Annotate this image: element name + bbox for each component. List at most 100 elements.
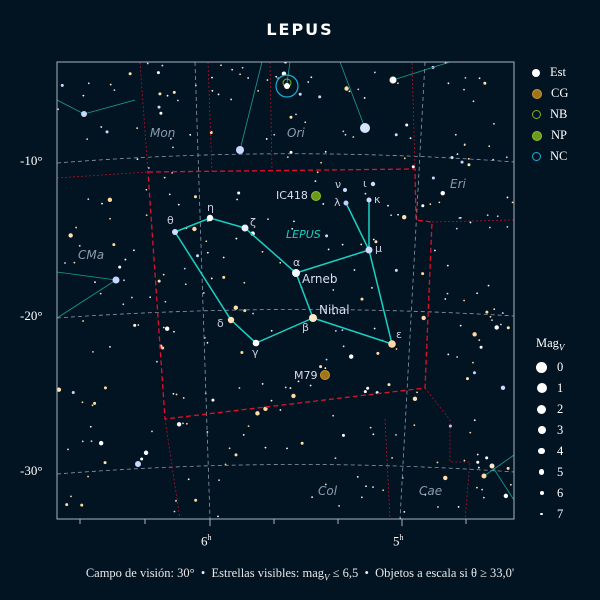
- chart-title: LEPUS: [266, 20, 334, 39]
- background-star: [164, 300, 167, 303]
- background-star: [73, 261, 76, 264]
- mag-legend-row: 5: [536, 462, 564, 483]
- background-star: [297, 380, 300, 383]
- background-star: [247, 425, 250, 428]
- background-star: [369, 426, 372, 429]
- background-star: [366, 386, 370, 390]
- mag-dot-icon: [537, 426, 546, 434]
- background-star: [166, 94, 169, 97]
- star-theta: [172, 229, 178, 235]
- background-star: [455, 227, 458, 230]
- background-star: [477, 466, 480, 469]
- background-star: [100, 126, 103, 128]
- neighbor-ori: Ori: [287, 126, 305, 140]
- label-theta: θ: [167, 214, 174, 227]
- background-star: [57, 108, 60, 111]
- background-star: [487, 284, 490, 287]
- background-star: [196, 254, 200, 258]
- background-star: [353, 269, 356, 271]
- background-star: [220, 64, 222, 67]
- star-cae-1: [481, 473, 487, 479]
- background-star: [360, 496, 363, 499]
- mag-legend-row: 1: [536, 378, 564, 399]
- background-star: [342, 345, 345, 348]
- background-star: [485, 310, 489, 314]
- mag-label: 4: [557, 443, 564, 458]
- background-star: [476, 460, 480, 464]
- background-star: [90, 440, 93, 443]
- background-star: [334, 457, 337, 460]
- background-star: [255, 411, 260, 416]
- background-star: [373, 327, 376, 330]
- background-star: [103, 386, 107, 390]
- neighbor-mon: Mon: [150, 126, 176, 140]
- legend-nb: NB: [550, 107, 568, 121]
- background-star: [289, 115, 293, 119]
- background-star: [99, 292, 102, 295]
- background-star: [224, 463, 227, 466]
- mag-dot-icon: [537, 404, 546, 414]
- background-star: [472, 332, 477, 337]
- mag-legend-row: 3: [536, 420, 564, 441]
- mag-dot-icon: [538, 469, 545, 475]
- background-star: [460, 160, 464, 164]
- background-star: [348, 354, 354, 359]
- background-star: [78, 244, 81, 247]
- background-star: [222, 256, 225, 259]
- background-star: [424, 493, 427, 496]
- label-ic418: IC418: [276, 189, 308, 202]
- background-star: [324, 483, 327, 486]
- background-star: [396, 82, 399, 85]
- background-star: [482, 496, 485, 499]
- background-star: [82, 94, 85, 97]
- background-star: [177, 99, 179, 102]
- background-star: [496, 215, 499, 218]
- background-star: [416, 391, 418, 394]
- background-star: [64, 262, 66, 264]
- background-star: [279, 409, 282, 411]
- background-star: [173, 510, 176, 513]
- background-star: [124, 258, 127, 261]
- background-star: [67, 448, 69, 451]
- m79-icon: [320, 370, 330, 380]
- background-star: [81, 401, 84, 404]
- background-star: [443, 475, 448, 481]
- background-star: [133, 249, 135, 252]
- background-star: [324, 367, 327, 369]
- background-star: [194, 498, 198, 502]
- background-star: [372, 486, 374, 488]
- background-star: [372, 238, 375, 241]
- background-star: [500, 323, 502, 326]
- background-star: [472, 371, 476, 375]
- background-star: [434, 249, 436, 252]
- background-star: [472, 361, 474, 364]
- background-star: [145, 188, 148, 191]
- background-star: [137, 324, 140, 326]
- caption: Campo de visión: 30° • Estrellas visible…: [85, 566, 515, 583]
- mag-dot-icon: [536, 383, 547, 393]
- dec-line-minus10: [57, 153, 514, 164]
- background-star: [286, 156, 289, 159]
- background-star: [211, 76, 213, 79]
- background-star: [421, 315, 426, 321]
- background-star: [333, 312, 336, 315]
- caption-scale: Objetos a escala si θ ≥ 33,0': [375, 566, 515, 580]
- star-alpha: [292, 269, 300, 277]
- background-star: [338, 505, 340, 507]
- ra-line-6h: [194, 62, 211, 519]
- background-star: [228, 447, 231, 450]
- background-star: [210, 277, 213, 280]
- background-star: [70, 495, 72, 498]
- legend-cg: CG: [551, 86, 569, 100]
- background-star: [161, 64, 164, 67]
- background-star: [286, 447, 288, 450]
- star-epsilon: [388, 340, 396, 348]
- background-star: [372, 433, 375, 436]
- background-star: [403, 157, 406, 160]
- background-star: [109, 217, 111, 220]
- legend-nb-icon: [532, 110, 541, 119]
- mag-dot-icon: [538, 447, 545, 455]
- background-star: [421, 204, 425, 208]
- background-star: [242, 433, 245, 436]
